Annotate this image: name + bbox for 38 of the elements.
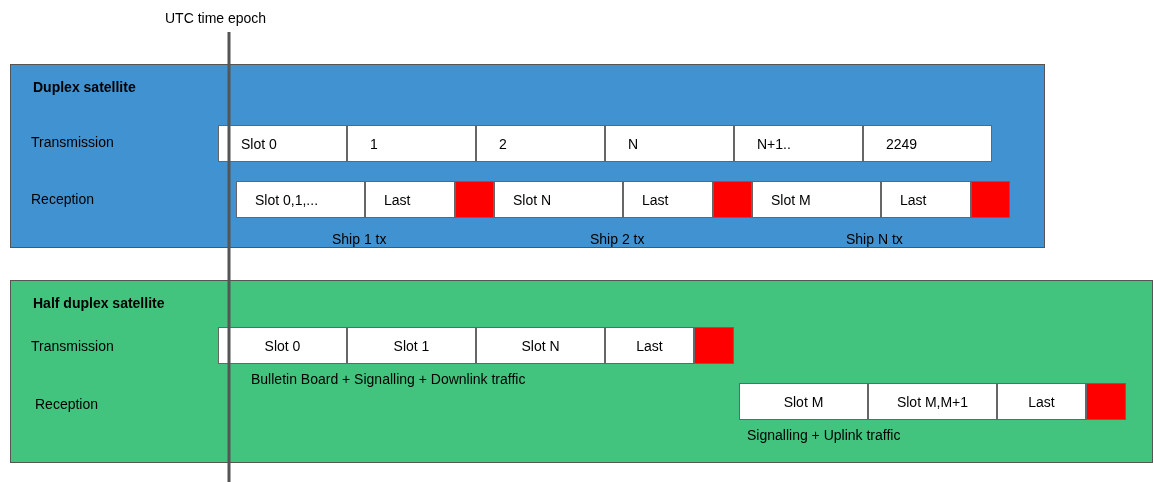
satellite-panel — [10, 64, 1045, 248]
traffic-label: Signalling + Uplink traffic — [747, 427, 901, 443]
ship-label: Ship 2 tx — [590, 231, 645, 247]
end-slot-block — [1086, 383, 1126, 420]
end-slot-block — [455, 181, 494, 218]
end-slot-block — [971, 181, 1010, 218]
time-slot: Slot N — [476, 327, 605, 364]
time-slot: Slot 0 — [218, 125, 347, 162]
panel-heading: Half duplex satellite — [33, 295, 165, 311]
time-slot: Last — [997, 383, 1086, 420]
end-slot-block — [694, 327, 734, 364]
time-slot: Slot M,M+1 — [868, 383, 997, 420]
time-slot: Slot 1 — [347, 327, 476, 364]
time-slot: Slot 0,1,... — [236, 181, 365, 218]
time-slot: Last — [365, 181, 455, 218]
ship-label: Ship 1 tx — [332, 231, 387, 247]
traffic-label: Bulletin Board + Signalling + Downlink traffic — [251, 371, 526, 387]
row-label: Transmission — [31, 134, 114, 150]
time-slot: Last — [605, 327, 694, 364]
time-slot: 2 — [476, 125, 605, 162]
time-slot: Slot M — [739, 383, 868, 420]
time-slot: 1 — [347, 125, 476, 162]
time-slot: Last — [881, 181, 971, 218]
row-label: Reception — [31, 191, 95, 207]
satellite-panel — [10, 280, 1153, 463]
time-slot: Slot N — [494, 181, 623, 218]
panel-heading: Duplex satellite — [33, 79, 136, 95]
time-slot: N+1.. — [734, 125, 863, 162]
row-label: Transmission — [31, 338, 114, 354]
time-slot: Slot 0 — [218, 327, 347, 364]
time-slot: N — [605, 125, 734, 162]
time-slot: Last — [623, 181, 713, 218]
ship-label: Ship N tx — [846, 231, 903, 247]
row-label: Reception — [35, 396, 99, 412]
epoch-label: UTC time epoch — [165, 10, 267, 26]
time-slot: 2249 — [863, 125, 992, 162]
time-slot: Slot M — [752, 181, 881, 218]
end-slot-block — [713, 181, 752, 218]
